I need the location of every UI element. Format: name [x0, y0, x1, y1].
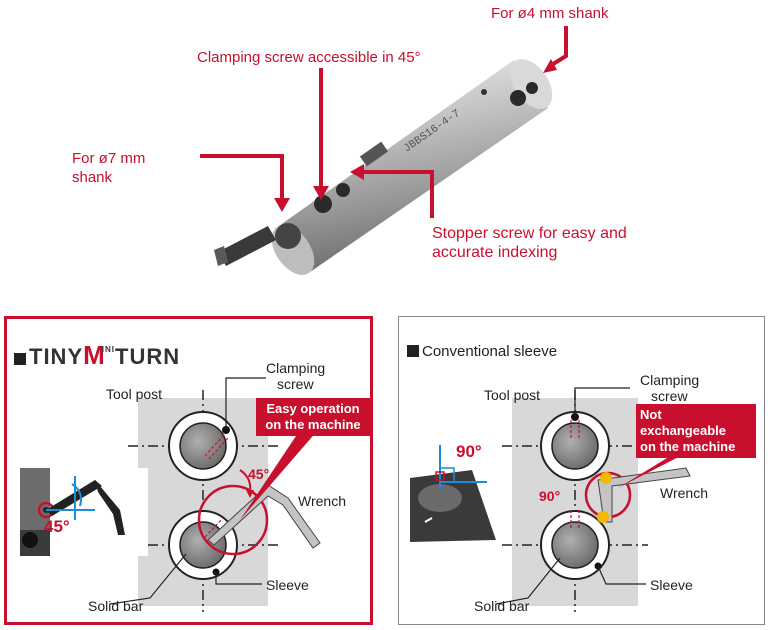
brand-m: M	[83, 340, 106, 370]
left-sleeve-label: Sleeve	[266, 577, 309, 593]
collision-icon	[600, 472, 612, 484]
label-stopper-2: accurate indexing	[432, 244, 558, 261]
label-shank7-2: shank	[72, 169, 113, 186]
right-callout: Not exchangeable on the machine	[636, 404, 756, 458]
right-inset	[410, 445, 500, 542]
stopper-screw-icon	[336, 183, 350, 197]
brand-plate	[359, 141, 389, 167]
top-arrows	[200, 26, 568, 218]
right-sleeve-label: Sleeve	[650, 577, 693, 593]
left-solid-bar-label: Solid bar	[88, 598, 144, 614]
brand-turn: TURN	[115, 344, 181, 369]
left-clamping-2: screw	[277, 376, 314, 392]
right-clamping-2: screw	[651, 388, 688, 404]
right-tool-post	[495, 387, 704, 612]
panel-conventional	[398, 316, 765, 625]
left-callout: Easy operation on the machine	[256, 398, 370, 436]
right-clamping-1: Clamping	[640, 372, 700, 388]
left-wrench-label: Wrench	[298, 493, 346, 509]
left-inset	[20, 468, 148, 556]
collision-icon	[597, 511, 609, 523]
screw-icon	[510, 90, 526, 106]
brand-mini: INI	[101, 345, 116, 354]
right-title-text: Conventional sleeve	[422, 343, 558, 360]
brand-logo: TINYMINITURN	[14, 340, 180, 371]
left-angle-label: 45°	[248, 466, 270, 482]
label-stopper-1: Stopper screw for easy and	[432, 225, 627, 242]
panel-tinyminiturn	[4, 316, 373, 625]
left-tool-post	[109, 377, 321, 612]
title-square-icon	[407, 345, 419, 357]
left-clamping-1: Clamping	[266, 360, 326, 376]
arrowheads	[274, 59, 557, 212]
right-title: Conventional sleeve	[407, 343, 557, 360]
tool-body	[214, 59, 553, 275]
screw-icon	[526, 82, 538, 94]
left-inset-angle: 45°	[44, 517, 70, 536]
clamping-screw-icon	[314, 195, 332, 213]
brand-tiny: TINY	[29, 344, 84, 369]
right-tool-post-label: Tool post	[484, 387, 541, 403]
label-shank7-1: For ø7 mm	[72, 150, 146, 167]
label-shank4: For ø4 mm shank	[491, 5, 609, 22]
right-solid-bar-label: Solid bar	[474, 598, 530, 614]
title-square-icon	[14, 353, 26, 365]
label-clamp45: Clamping screw accessible in 45°	[197, 49, 421, 66]
right-angle-label: 90°	[539, 488, 561, 504]
right-wrench-label: Wrench	[660, 485, 708, 501]
left-tool-post-label: Tool post	[106, 386, 163, 402]
right-inset-angle: 90°	[456, 442, 482, 461]
